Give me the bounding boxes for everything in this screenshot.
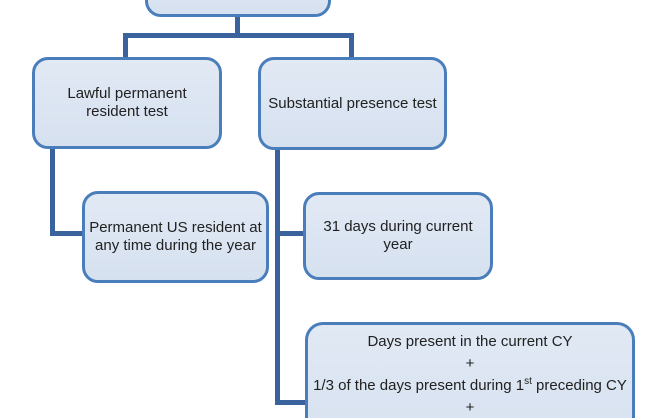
lawful-permanent-resident-test-label: Lawful permanent resident test — [67, 85, 187, 120]
formula-plus-1: + — [465, 355, 475, 372]
connector-drop-left — [123, 33, 128, 58]
permanent-us-resident-label: Permanent US resident at any time during… — [89, 219, 262, 254]
connector-split-horizontal — [123, 33, 354, 38]
connector-lawful-vertical — [50, 149, 55, 236]
connector-formula-horizontal — [275, 400, 306, 405]
connector-days31-horizontal — [275, 231, 304, 236]
connector-substantial-vertical — [275, 150, 280, 405]
connector-lawful-horizontal — [50, 231, 83, 236]
formula-line-2-rest: preceding CY — [531, 377, 627, 394]
31-days-current-year-label: 31 days during current year — [323, 218, 473, 253]
formula-line-2-superscript: st — [524, 376, 532, 387]
lawful-permanent-resident-test-node: Lawful permanent resident test — [32, 57, 222, 149]
formula-plus-2: + — [465, 399, 475, 416]
formula-line-2: 1/3 of the days present during 1st prece… — [313, 375, 627, 397]
formula-line-1: Days present in the current CY — [367, 333, 573, 350]
permanent-us-resident-node: Permanent US resident at any time during… — [82, 191, 269, 283]
connector-root-stub — [235, 16, 240, 38]
formula-line-2-text: 1/3 of the days present during 1 — [313, 377, 525, 394]
root-node — [145, 0, 331, 17]
31-days-current-year-node: 31 days during current year — [303, 192, 493, 280]
connector-drop-right — [349, 33, 354, 58]
substantial-presence-test-node: Substantial presence test — [258, 57, 447, 150]
substantial-presence-test-label: Substantial presence test — [268, 94, 437, 112]
days-formula-node: Days present in the current CY + 1/3 of … — [305, 322, 635, 418]
